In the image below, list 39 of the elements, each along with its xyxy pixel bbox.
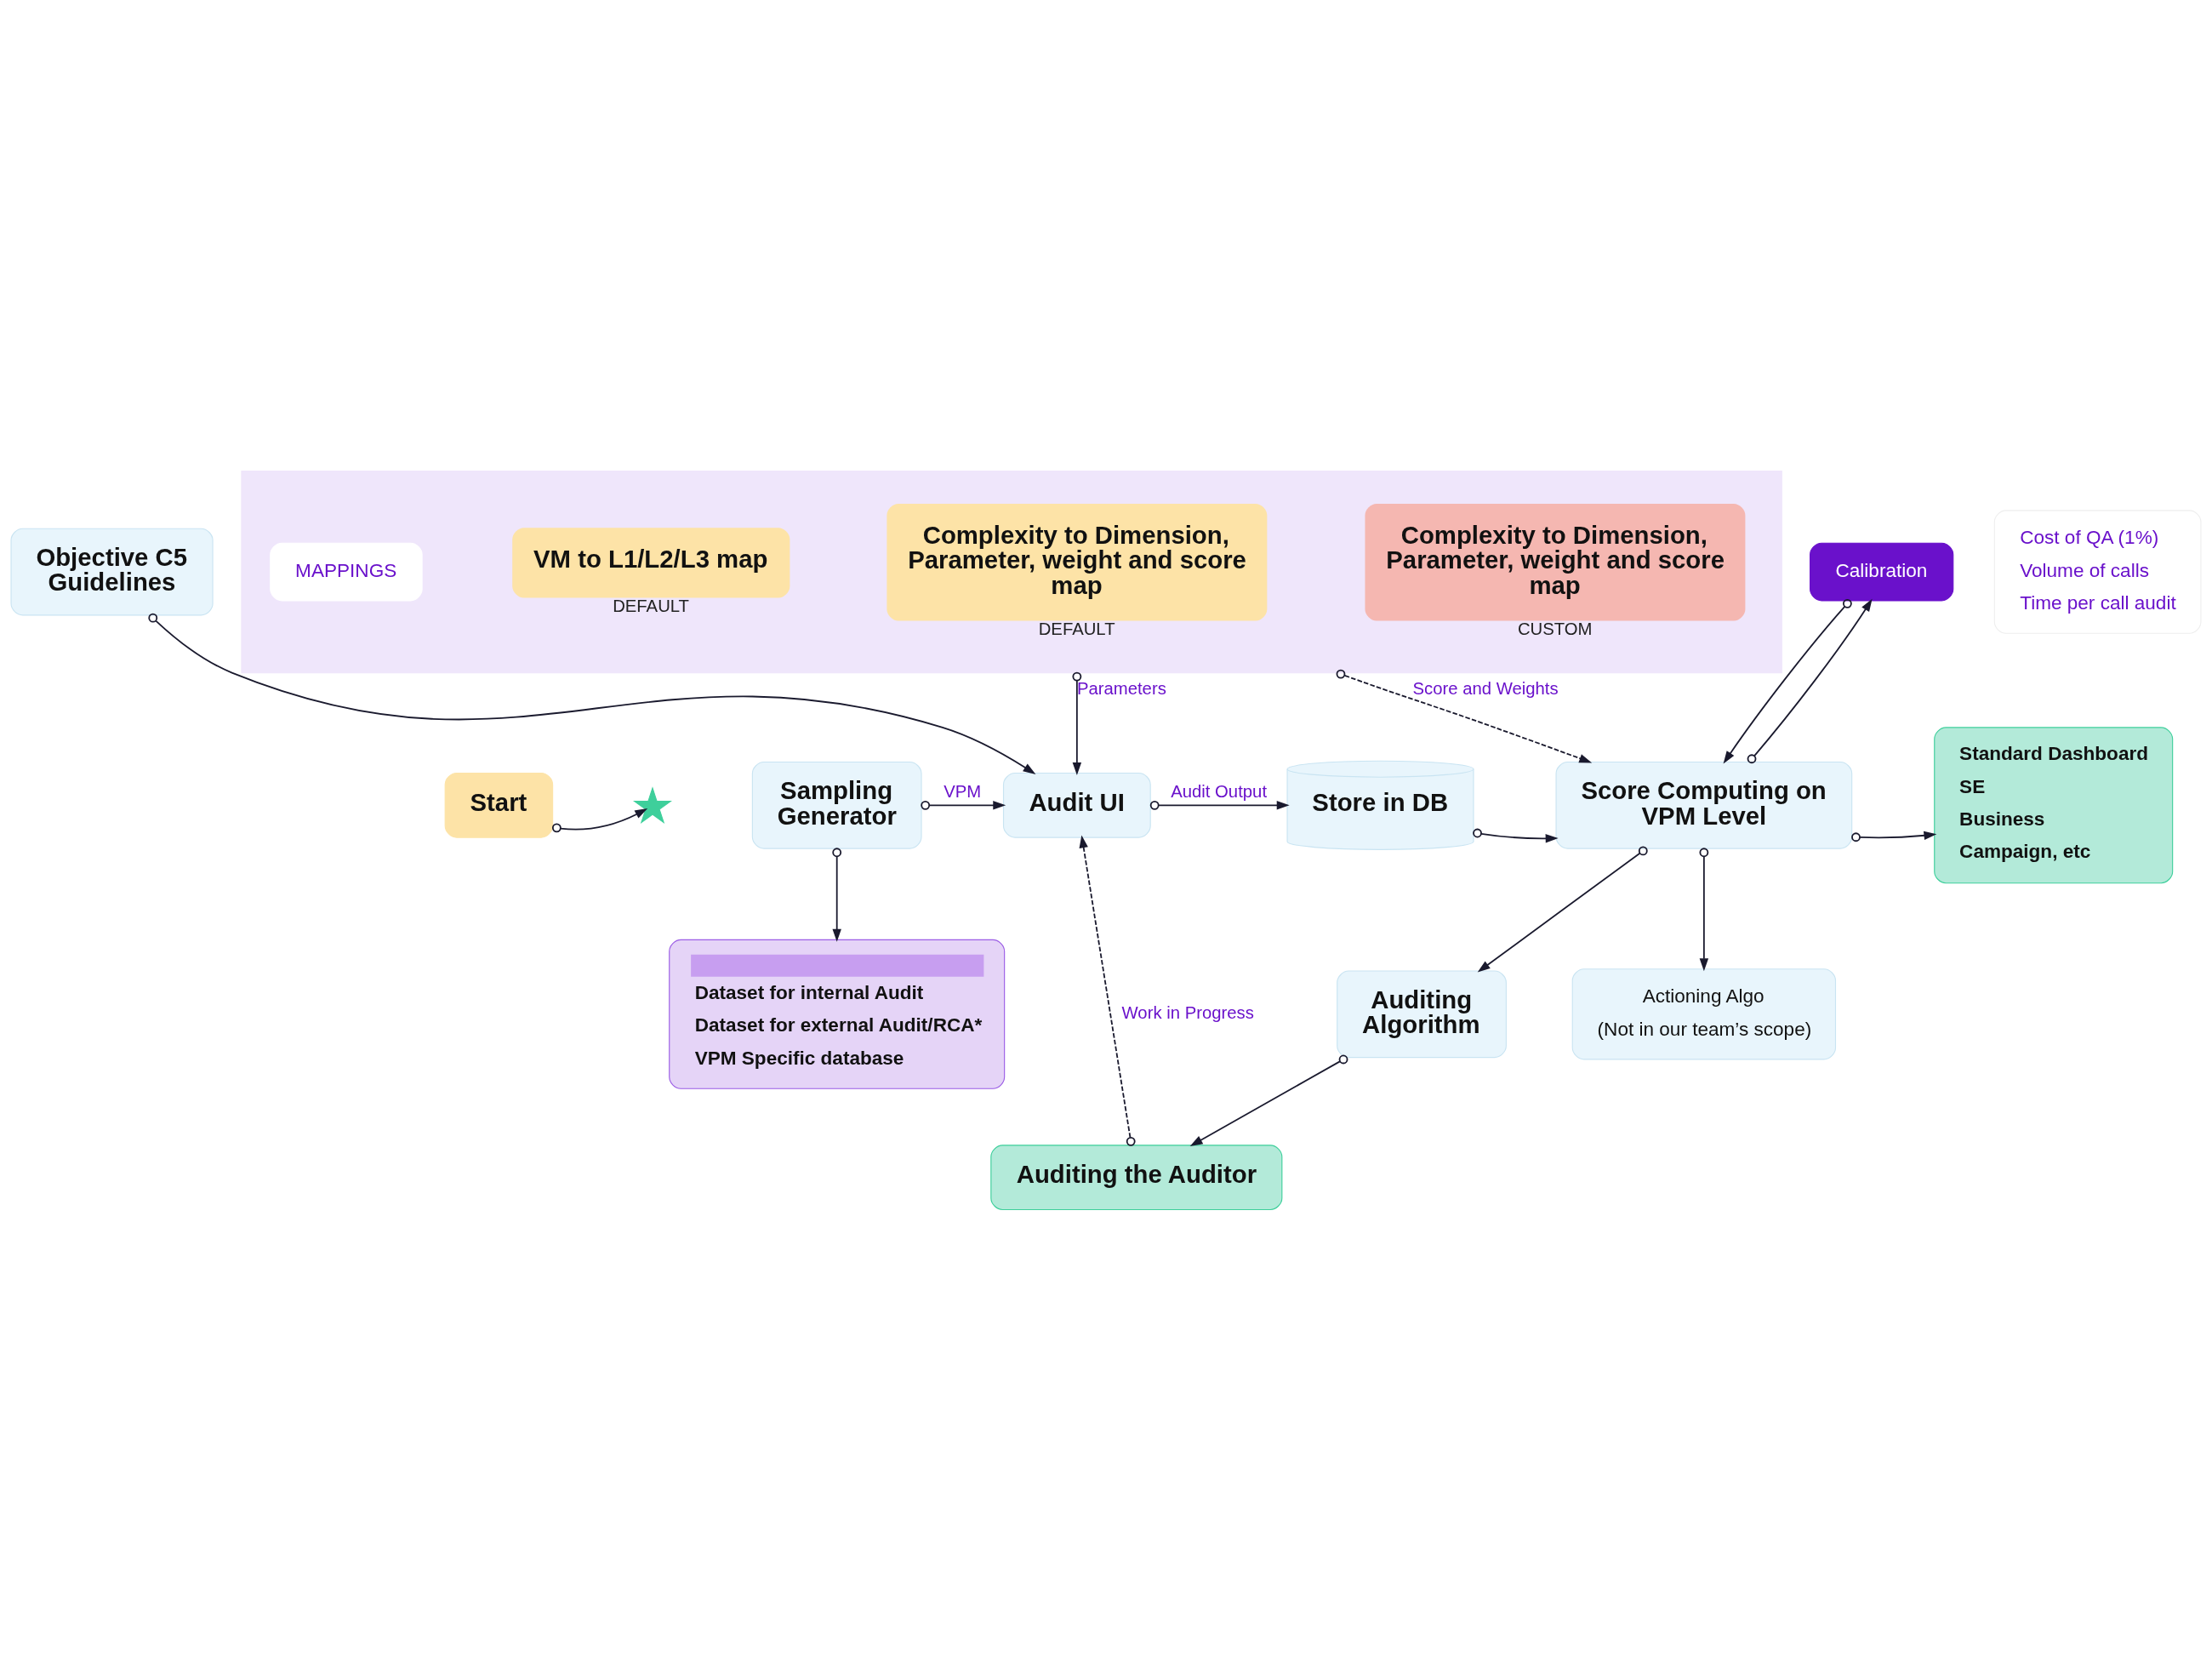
arrow — [832, 848, 842, 942]
edge-label: VPM — [944, 781, 982, 801]
arrow — [1079, 835, 1136, 1146]
arrow — [551, 808, 648, 833]
node-label: CUSTOM — [1517, 619, 1593, 638]
edge-label: Audit Output — [1171, 781, 1268, 801]
node-box: Calibration — [1810, 542, 1954, 602]
node-box: Sampling Generator — [751, 761, 922, 849]
arrow — [1336, 669, 1593, 763]
arrow — [148, 613, 1036, 774]
node-box: Auditing Algorithm — [1337, 970, 1507, 1059]
node-box: Objective C5 Guidelines — [10, 528, 214, 616]
node-box: Actioning Algo (Not in our team’s scope) — [1571, 968, 1837, 1060]
node-box: MAPPINGS — [270, 542, 423, 602]
arrow — [1072, 671, 1082, 775]
edge-label: Score and Weights — [1412, 678, 1559, 698]
arrow — [1477, 846, 1648, 973]
node-box: Standard Dashboard SE Business Campaign, etc — [1934, 727, 2174, 884]
arrow — [1473, 828, 1559, 843]
node-box: Audit UI — [1002, 772, 1151, 838]
arrow — [921, 800, 1006, 810]
arrow — [1189, 1054, 1348, 1146]
arrow — [1723, 598, 1852, 764]
arrow — [1747, 598, 1873, 764]
edge-label: Parameters — [1076, 678, 1166, 698]
edge-label: Work in Progress — [1121, 1002, 1254, 1022]
node-box: Complexity to Dimension, Parameter, weight and score map — [1365, 503, 1746, 621]
arrow — [1851, 831, 1937, 842]
arrow — [1149, 800, 1290, 810]
node-box: Dataset for internal Audit Dataset for external Audit/RCA* VPM Specific database — [669, 939, 1006, 1089]
node-label: DEFAULT — [1038, 619, 1115, 638]
node-box: Complexity to Dimension, Parameter, weight and score map — [887, 503, 1268, 621]
node-box: Score Computing on VPM Level — [1555, 761, 1853, 849]
node-label: DEFAULT — [613, 596, 690, 615]
node-box: Auditing the Auditor — [990, 1145, 1283, 1211]
node-box: VM to L1/L2/L3 map — [512, 528, 790, 598]
node-box: Start — [444, 772, 554, 838]
arrow — [1699, 848, 1709, 972]
cluster — [241, 470, 1782, 674]
